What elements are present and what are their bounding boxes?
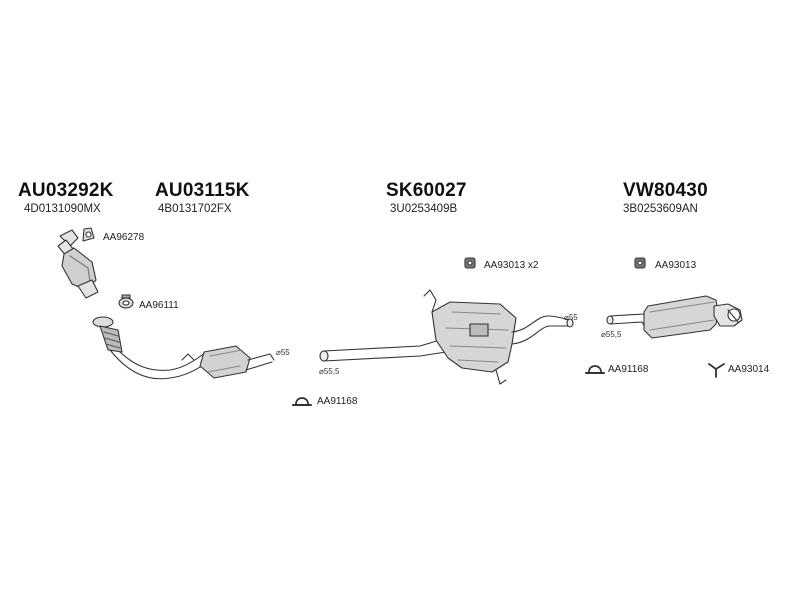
rubber-mount-icon: [634, 257, 646, 269]
accessory-label-aa93013-x2: AA93013 x2: [484, 260, 539, 271]
rubber-mount-icon: [464, 257, 476, 269]
gasket-ring-icon: [118, 294, 134, 309]
accessory-label-aa91168-front: AA91168: [317, 396, 358, 407]
manifold-catalytic-converter: [57, 229, 99, 299]
rear-silencer: [606, 295, 743, 339]
accessory-label-aa96111: AA96111: [139, 300, 179, 311]
pipe-clamp-icon: [585, 365, 605, 374]
middle-silencer: [319, 289, 574, 385]
dimension-label-middle-pipe-inlet: ⌀55,5: [319, 367, 340, 376]
dimension-label-rear-pipe-inlet: ⌀55,5: [601, 330, 622, 339]
group-part-number-vw80430: 3B0253609AN: [623, 203, 698, 215]
dimension-label-middle-pipe-outlet: ⌀55: [564, 313, 578, 322]
front-pipe-catalytic-converter: [92, 316, 275, 380]
flange-gasket-icon: [82, 227, 95, 242]
group-part-number-au03292k: 4D0131090MX: [24, 203, 101, 215]
group-part-number-sk60027: 3U0253409B: [390, 203, 458, 215]
dimension-label-front-pipe-outlet: ⌀55: [276, 348, 290, 357]
group-code-sk60027: SK60027: [386, 180, 467, 201]
group-code-au03292k: AU03292K: [18, 180, 114, 201]
accessory-label-aa96278: AA96278: [103, 232, 145, 243]
group-part-number-au03115k: 4B0131702FX: [158, 203, 232, 215]
accessory-label-aa91168-rear: AA91168: [608, 364, 649, 375]
group-code-vw80430: VW80430: [623, 180, 708, 201]
group-code-au03115k: AU03115K: [155, 180, 250, 201]
hanger-bracket-icon: [708, 363, 725, 378]
pipe-clamp-icon: [292, 397, 312, 406]
accessory-label-aa93013: AA93013: [655, 260, 697, 271]
accessory-label-aa93014: AA93014: [728, 364, 770, 375]
